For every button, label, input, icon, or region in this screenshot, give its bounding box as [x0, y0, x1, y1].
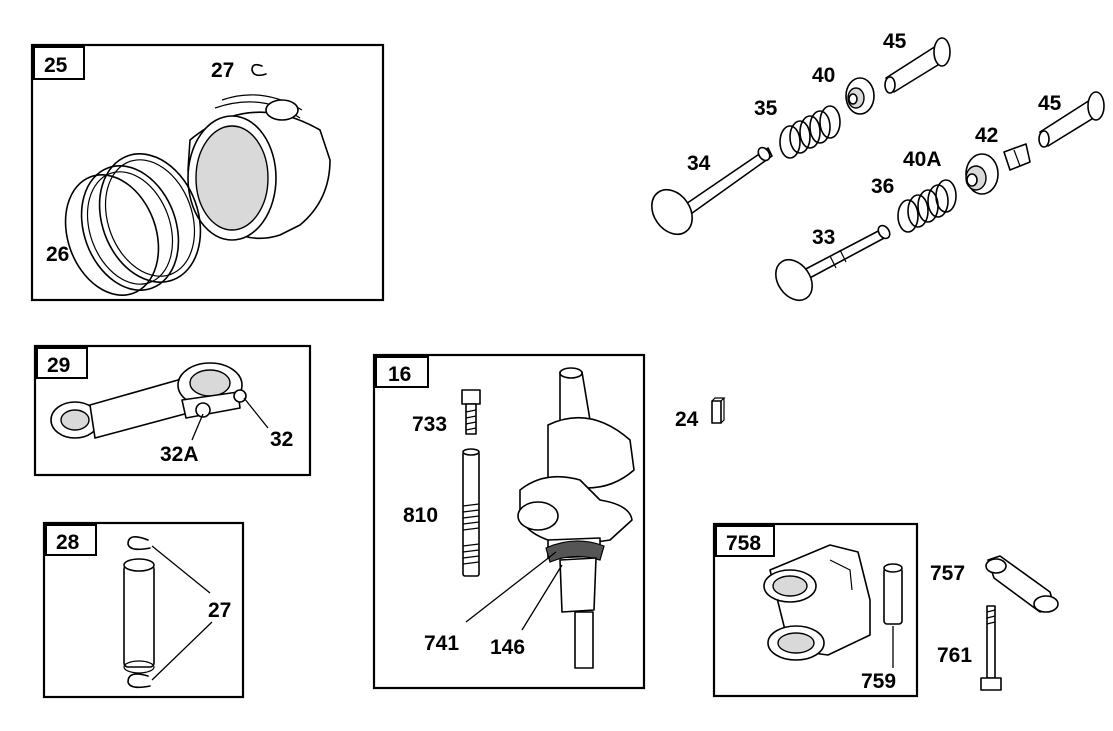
label-26: 26: [46, 243, 69, 266]
leader-27-top: [151, 545, 211, 594]
group-758-frame: [712, 522, 919, 698]
valve-34: [651, 146, 773, 236]
label-45-top: 45: [883, 30, 907, 53]
clip-top-icon: [127, 536, 151, 551]
group-29-frame: [33, 344, 312, 477]
label-42: 42: [975, 124, 998, 147]
label-40: 40: [812, 64, 835, 87]
group-25-frame: [30, 43, 385, 302]
label-32A: 32A: [160, 443, 199, 466]
group-16-frame: [372, 353, 646, 690]
group-758-bracket: 758 759: [712, 522, 919, 698]
group-28-tag: 28: [56, 531, 80, 554]
spring-35: [779, 105, 841, 159]
group-25-piston-rings: 25 27 26: [30, 43, 385, 302]
label-27-pin: 27: [208, 599, 231, 622]
label-36: 36: [871, 175, 894, 198]
label-24: 24: [675, 408, 699, 431]
bolt-733: [461, 389, 481, 435]
piston-pin: [123, 558, 155, 674]
label-757: 757: [930, 562, 965, 585]
leader-741: [465, 551, 557, 623]
label-45-right: 45: [1038, 92, 1062, 115]
stud-810: [462, 448, 480, 577]
leader-146: [521, 564, 563, 631]
label-27-piston: 27: [211, 59, 234, 82]
bolt-761: [980, 605, 1002, 691]
piston-rings: [64, 153, 202, 296]
group-758-tag-box: [715, 525, 775, 557]
valve-guide-45-right: [1038, 91, 1105, 148]
retainer-40: [845, 77, 875, 115]
leader-32A: [191, 413, 204, 441]
rocker-757: [985, 555, 1059, 613]
group-28-piston-pin: 28 27: [42, 521, 245, 699]
retainer-40A: [965, 153, 999, 195]
group-16-tag-box: [375, 356, 429, 388]
valve-guide-45-top: [884, 37, 951, 94]
label-761: 761: [937, 644, 972, 667]
label-146: 146: [490, 636, 525, 659]
group-758-tag: 758: [726, 532, 761, 555]
key-24: [711, 397, 726, 424]
crankshaft: [517, 367, 635, 669]
group-25-tag-box: [33, 46, 85, 80]
clip-bottom-icon: [127, 673, 151, 689]
collet-42: [1003, 143, 1031, 171]
connecting-rod: [50, 362, 247, 439]
group-16-crankshaft: 16 733 810 741 146: [372, 353, 646, 690]
group-25-tag: 25: [44, 54, 68, 77]
label-810: 810: [403, 504, 438, 527]
group-29-tag-box: [36, 347, 88, 379]
leader-27-bottom: [151, 621, 213, 681]
group-28-frame: [42, 521, 245, 699]
label-34: 34: [687, 152, 711, 175]
spring-36: [897, 179, 957, 233]
piston-pin-clip-icon: [251, 63, 267, 77]
group-16-tag: 16: [388, 363, 411, 386]
label-32: 32: [270, 428, 293, 451]
label-759: 759: [861, 670, 896, 693]
label-35: 35: [754, 97, 778, 120]
label-733: 733: [412, 413, 447, 436]
group-29-connecting-rod: 29 32A 32: [33, 344, 312, 477]
label-40A: 40A: [903, 148, 942, 171]
group-28-tag-box: [45, 524, 97, 556]
label-33: 33: [812, 226, 835, 249]
bracket: [763, 544, 871, 661]
group-29-tag: 29: [47, 354, 70, 377]
label-741: 741: [424, 632, 459, 655]
piston: [187, 94, 331, 241]
pin-759: [883, 563, 903, 625]
leader-32: [243, 397, 269, 429]
valve-33: [775, 224, 891, 302]
